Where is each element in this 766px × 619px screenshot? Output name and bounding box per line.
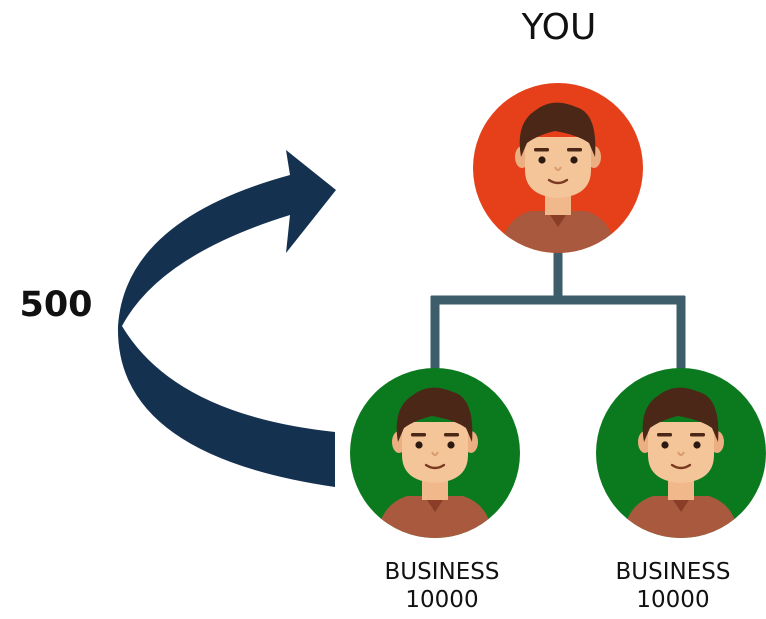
business-label: BUSINESS: [384, 559, 500, 585]
curved-arrow-icon: [117, 150, 336, 487]
child-node-right: [596, 368, 766, 538]
child-label-left: BUSINESS 10000: [362, 558, 522, 614]
business-amount: 10000: [636, 587, 710, 613]
business-label: BUSINESS: [615, 559, 731, 585]
child-label-right: BUSINESS 10000: [593, 558, 753, 614]
you-node: [473, 83, 643, 253]
you-label: YOU: [521, 7, 597, 48]
child-node-left: [350, 368, 520, 538]
connector-lines: [430, 245, 686, 375]
transfer-amount-label: 500: [19, 285, 93, 325]
business-amount: 10000: [405, 587, 479, 613]
